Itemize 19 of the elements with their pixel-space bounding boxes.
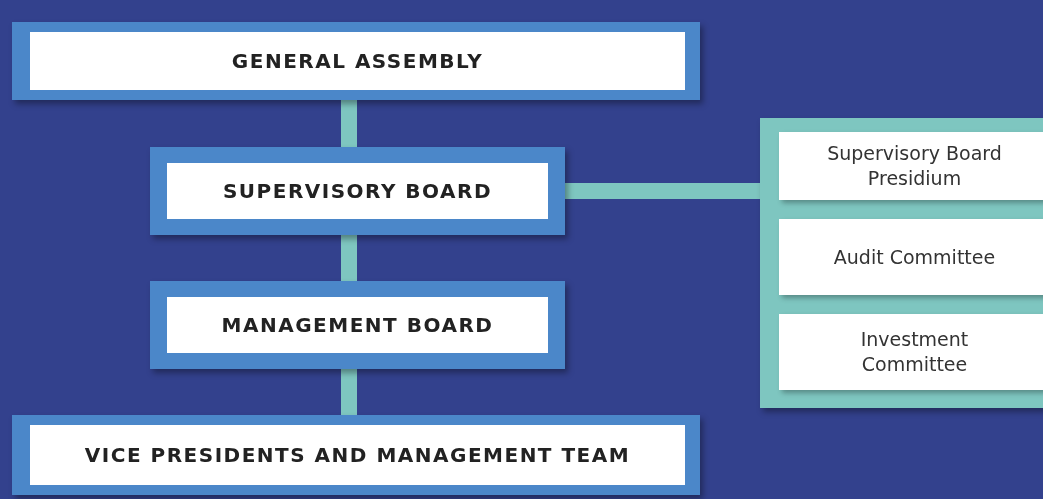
committee-box (779, 132, 1043, 200)
committee-box (779, 314, 1043, 390)
box-title: GENERAL ASSEMBLY (231, 49, 484, 73)
committee-name: Investment Committee (859, 327, 970, 377)
committee-name: Supervisory Board Presidium (826, 141, 1003, 191)
connector-line (565, 183, 760, 199)
connector-line (341, 369, 357, 415)
connector-line (341, 235, 357, 281)
org-box (150, 281, 565, 369)
committee-box (779, 219, 1043, 295)
box-title: VICE PRESIDENTS AND MANAGEMENT TEAM (84, 443, 631, 467)
box-title: MANAGEMENT BOARD (221, 313, 494, 337)
box-title: SUPERVISORY BOARD (222, 179, 493, 203)
committee-name: Audit Committee (833, 244, 996, 270)
connector-line (341, 100, 357, 147)
org-box (12, 22, 700, 100)
org-box (12, 415, 700, 495)
committee-panel (760, 118, 1043, 408)
org-box (150, 147, 565, 235)
